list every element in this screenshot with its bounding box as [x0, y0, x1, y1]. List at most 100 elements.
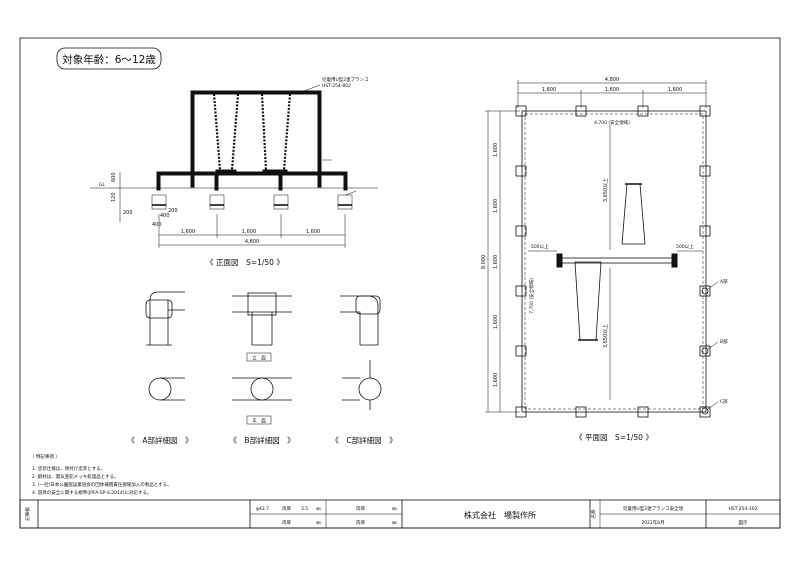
swing-lower — [574, 261, 602, 341]
unit-mark: ㎜ — [392, 521, 397, 526]
age-label: 対象年齢：6～12歳 — [62, 53, 156, 66]
foundation — [151, 194, 167, 210]
safety-height: 7,700 (安全領域) — [528, 278, 535, 314]
drawing-date: 2022年6月 — [641, 519, 664, 526]
foundation — [337, 194, 353, 210]
dim-span: 1,600 — [242, 229, 256, 235]
plan-top-total: 4,800 — [605, 77, 619, 83]
chain — [212, 93, 222, 171]
plan-left-span: 1,600 — [493, 199, 499, 213]
dim-span: 1,600 — [306, 229, 320, 235]
plan-top-span: 1,600 — [605, 87, 619, 93]
detail-b-elevation — [232, 292, 292, 346]
dim-foot: 400 — [160, 213, 170, 219]
chain — [260, 93, 268, 171]
plan-left-span: 1,600 — [493, 255, 499, 269]
dim-total: 4,800 — [245, 239, 259, 245]
dim-foot: 400 — [152, 222, 162, 228]
post — [515, 345, 527, 357]
thickness-label: 肉厚 — [282, 505, 291, 512]
fence-post — [214, 171, 219, 191]
post — [699, 285, 711, 297]
dim-span: 1,600 — [181, 229, 195, 235]
fence-post — [278, 171, 283, 191]
post — [699, 225, 711, 237]
plan-left-span: 1,600 — [493, 315, 499, 329]
front-view: GL 児童用U型2連ブランコ HST-254-802 6 — [90, 76, 378, 267]
post — [515, 165, 527, 177]
foundation — [209, 194, 225, 210]
unit-mark: ㎜ — [316, 507, 321, 512]
note-item: 4. 遊具の安全に関する規準(JPFA-SP-S:2014)に対応する。 — [32, 489, 151, 496]
thickness-label: 肉厚 — [356, 505, 365, 512]
front-top-beam — [190, 90, 322, 95]
post — [699, 165, 711, 177]
ground-label: GL — [99, 182, 105, 188]
special-notes: （ 特記事項 ） 1. 塗装仕様は、焼付け塗装とする。 2. 鋼材は、電気亜鉛メ… — [30, 453, 172, 496]
marker-c: C部 — [720, 398, 728, 405]
detail-c-elevation — [340, 295, 381, 346]
note-item: 2. 鋼材は、電気亜鉛メッキ処理品とする。 — [32, 473, 119, 480]
post — [699, 105, 711, 117]
detail-a-caption: 《 A部詳細図 》 — [127, 435, 192, 445]
clearance-bottom: 3,650以上 — [602, 324, 609, 348]
dim-left: 120 — [111, 192, 117, 202]
fence-outline — [521, 110, 707, 413]
detail-a-plan — [148, 377, 185, 401]
drawing-name: 児童用U型2連ブランコ安全領 — [623, 505, 684, 512]
detail-b-plan — [232, 377, 292, 401]
safety-width: 4,700 (安全領域) — [594, 119, 630, 126]
detail-c-plan — [342, 360, 382, 410]
gap-right: 500以上 — [676, 243, 694, 250]
sheet-border — [19, 37, 781, 529]
post — [575, 406, 587, 418]
unit-mark: ㎜ — [316, 521, 321, 526]
plan-top-span: 1,600 — [668, 87, 682, 93]
age-label-box: 対象年齢：6～12歳 — [56, 47, 162, 70]
title-block: 記事欄 φ42.7 肉厚 3.5 ㎜ 肉厚 ㎜ 肉厚 ㎜ 肉厚 ㎜ 株式会社 場… — [19, 499, 781, 529]
chain — [230, 93, 240, 171]
dim-left: 600 — [111, 172, 117, 182]
plan-left-span: 1,600 — [493, 143, 499, 157]
clearance-top: 3,650以上 — [602, 178, 609, 202]
pipe-spec: φ42.7 — [256, 506, 269, 512]
sheet-type: 図示 — [739, 520, 748, 526]
notes-title: （ 特記事項 ） — [30, 453, 60, 460]
plan-view-caption: 《 平面図 S=1/50 》 — [575, 433, 653, 442]
plan-left-span: 1,600 — [493, 373, 499, 387]
marker-a: A部 — [720, 278, 728, 285]
company-name: 株式会社 場製作所 — [464, 510, 536, 520]
fence-rail — [156, 171, 348, 176]
unit-mark: ㎜ — [392, 507, 397, 512]
post — [699, 406, 711, 418]
plan-top-span: 1,600 — [542, 87, 556, 93]
post — [515, 285, 527, 297]
fence-post — [343, 171, 348, 191]
dim-foot: 200 — [123, 210, 133, 216]
note-item: 3. (一社)日本公園施設業協会の団体補償責任保険加入の製品とする。 — [32, 481, 172, 488]
stamp-label: 名称 — [590, 509, 597, 518]
thickness-label: 肉厚 — [356, 519, 365, 526]
elevation-label: 立 面 — [252, 355, 266, 362]
product-code: HST-254-802 — [322, 83, 351, 89]
fence-post — [156, 171, 161, 191]
foundation — [273, 194, 289, 210]
front-view-caption: 《 正面図 S=1/50 》 — [206, 258, 284, 267]
post — [637, 105, 649, 117]
gap-left: 500以上 — [531, 243, 549, 250]
dim-foot: 200 — [168, 208, 178, 214]
safety-zone — [524, 113, 704, 410]
thickness-value: 3.5 — [301, 506, 308, 512]
plan-label: 平 面 — [252, 419, 266, 425]
swing-upper — [621, 183, 646, 245]
product-label: 児童用U型2連ブランコ — [322, 76, 369, 83]
detail-c-caption: 《 C部詳細図 》 — [331, 435, 396, 445]
post — [699, 345, 711, 357]
remarks-label: 記事欄 — [24, 507, 31, 521]
chain — [282, 93, 292, 171]
post — [515, 225, 527, 237]
thickness-label: 肉厚 — [282, 519, 291, 526]
note-item: 1. 塗装仕様は、焼付け塗装とする。 — [32, 465, 105, 472]
marker-b: B部 — [720, 338, 728, 345]
